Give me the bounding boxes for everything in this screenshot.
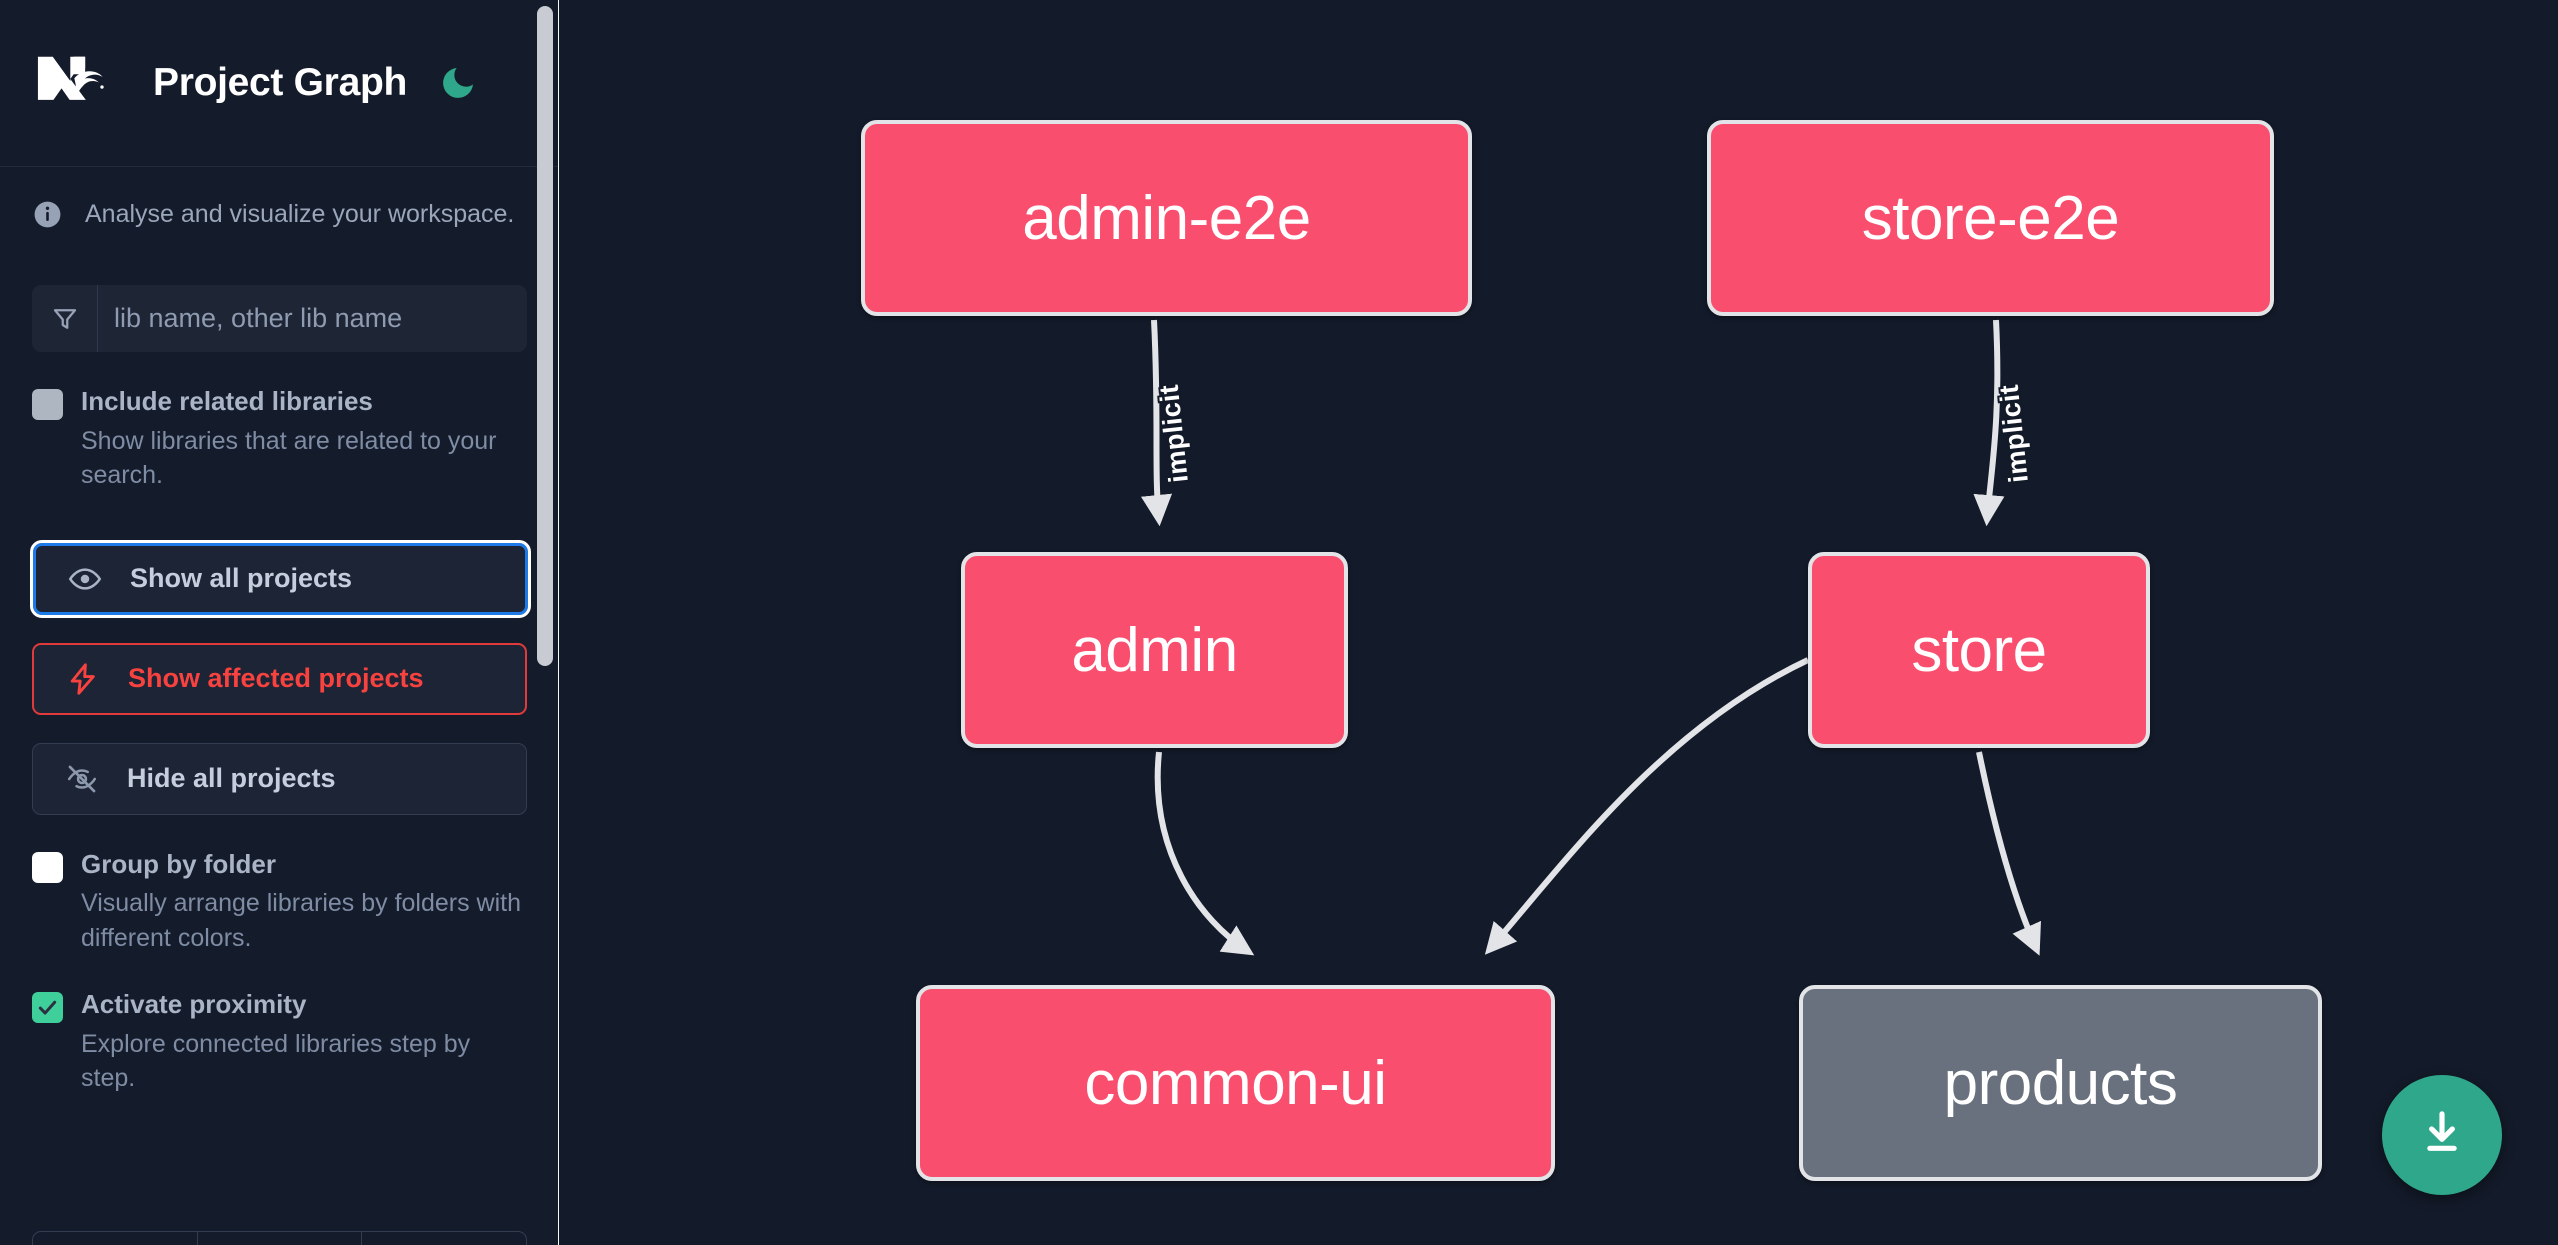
hide-all-projects-label: Hide all projects (127, 763, 336, 793)
edge-admin-e2e-to-admin (1140, 319, 1173, 527)
edge-store-to-common-ui (1484, 657, 1810, 955)
group-by-folder-checkbox[interactable] (32, 851, 63, 883)
show-affected-projects-button[interactable]: Show affected projects (32, 642, 527, 715)
sidebar-divider (558, 0, 559, 1245)
show-all-projects-button[interactable]: Show all projects (30, 539, 531, 618)
hide-all-projects-button[interactable]: Hide all projects (32, 742, 527, 815)
search-input[interactable] (98, 285, 527, 352)
checkbox-row-group-by-folder[interactable]: Group by folder Visually arrange librari… (32, 848, 527, 956)
include-related-libraries-description: Show libraries that are related to your … (81, 426, 497, 490)
segmented-control-option-2[interactable] (198, 1232, 363, 1245)
show-all-projects-label: Show all projects (130, 563, 353, 593)
edge-store-to-products (1976, 751, 2041, 956)
graph-node-admin-e2e[interactable]: admin-e2e (861, 120, 1472, 316)
checkbox-row-include-related-libraries[interactable]: Include related libraries Show libraries… (32, 385, 527, 493)
activate-proximity-description: Explore connected libraries step by step… (81, 1029, 471, 1093)
lightning-icon (64, 660, 102, 698)
sidebar-body: Analyse and visualize your workspace. In… (0, 199, 559, 1096)
nx-logo-icon (32, 54, 114, 112)
eye-icon (66, 560, 104, 598)
include-related-libraries-label: Include related libraries (81, 386, 373, 416)
download-icon (2415, 1106, 2469, 1165)
graph-edges (1140, 319, 2041, 956)
activate-proximity-checkbox[interactable] (32, 992, 63, 1023)
graph-node-label: admin (1071, 615, 1238, 685)
tagline-text: Analyse and visualize your workspace. (85, 200, 515, 228)
filter-search-box[interactable] (32, 285, 527, 352)
page-title: Project Graph (153, 61, 407, 104)
sidebar-scrollbar-thumb[interactable] (537, 6, 553, 666)
graph-node-label: store-e2e (1861, 183, 2120, 253)
funnel-icon (32, 285, 98, 352)
graph-node-label: admin-e2e (1022, 183, 1311, 253)
segmented-control[interactable] (32, 1231, 527, 1245)
show-affected-projects-label: Show affected projects (128, 663, 424, 693)
segmented-control-option-1[interactable] (33, 1232, 198, 1245)
group-by-folder-description: Visually arrange libraries by folders wi… (81, 889, 522, 952)
graph-node-store[interactable]: store (1808, 552, 2150, 748)
graph-node-products[interactable]: products (1799, 985, 2322, 1181)
include-related-libraries-checkbox[interactable] (32, 389, 63, 420)
tagline: Analyse and visualize your workspace. (32, 199, 527, 230)
edge-store-e2e-to-store (1973, 319, 2005, 527)
graph-node-label: store (1911, 615, 2047, 685)
edge-admin-to-common-ui (1154, 751, 1255, 956)
download-image-button[interactable] (2382, 1075, 2502, 1195)
sidebar: Project Graph Analyse and visualize your… (0, 0, 559, 1245)
activate-proximity-label: Activate proximity (81, 989, 307, 1019)
sidebar-header: Project Graph (0, 0, 559, 167)
moon-icon[interactable] (437, 62, 479, 104)
projects-button-group: Show all projects Show affected projects (30, 539, 531, 815)
info-icon (32, 199, 63, 230)
graph-node-label: common-ui (1084, 1048, 1387, 1118)
group-by-folder-label: Group by folder (81, 848, 276, 879)
graph-canvas[interactable]: admin-e2e store-e2e admin store common-u… (559, 0, 2558, 1245)
graph-node-admin[interactable]: admin (961, 552, 1348, 748)
eye-slash-icon (63, 760, 101, 798)
segmented-control-option-3[interactable] (362, 1232, 526, 1245)
checkbox-row-activate-proximity[interactable]: Activate proximity Explore connected lib… (32, 988, 527, 1096)
graph-node-common-ui[interactable]: common-ui (916, 985, 1555, 1181)
graph-node-store-e2e[interactable]: store-e2e (1707, 120, 2274, 316)
graph-node-label: products (1943, 1048, 2178, 1118)
sidebar-scrollbar[interactable] (537, 6, 553, 1245)
